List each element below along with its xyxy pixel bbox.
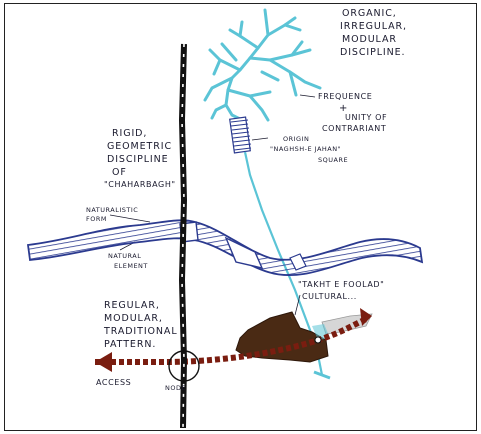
label-frequence: FREQUENCE [318,92,372,102]
label-organic-4: DISCIPLINE. [340,47,405,59]
label-takht-1: "TAKHT E FOOLAD" [298,280,384,290]
label-regular-2: MODULAR, [104,313,163,325]
label-regular-3: TRADITIONAL [104,326,178,338]
label-unity-2: CONTRARIANT [322,124,386,134]
label-rigid-4: OF [112,167,127,179]
label-naturalistic-1: NATURALISTIC [86,206,138,214]
label-origin-1: ORIGIN [283,135,309,143]
label-access: ACCESS [96,378,131,388]
label-rigid-1: RIGID, [112,128,147,140]
label-node: NODE [165,384,186,392]
label-regular-4: PATTERN. [104,339,156,351]
rigid-vertical-axis [182,44,184,428]
label-naturalistic-2: FORM [86,215,107,223]
organic-tree [205,10,320,120]
label-rigid-2: GEOMETRIC [107,141,172,153]
label-rigid-5: "CHAHARBAGH" [104,180,176,190]
label-unity-1: UNITY OF [345,113,387,123]
label-origin-3: SQUARE [318,156,348,164]
node-dot [315,337,321,343]
origin-square-stem [230,117,251,153]
label-natural-1: NATURAL [108,252,141,260]
access-arrow-left-head [95,352,112,372]
label-organic-1: ORGANIC, [342,8,397,20]
label-rigid-3: DISCIPLINE [107,154,169,166]
label-organic-3: MODULAR [342,34,397,46]
label-origin-2: "NAGHSH-E JAHAN" [270,145,341,153]
label-takht-2: CULTURAL... [302,292,357,302]
label-natural-2: ELEMENT [114,262,148,270]
natural-river-band [28,220,422,275]
label-regular-1: REGULAR, [104,300,160,312]
label-organic-2: IRREGULAR, [340,21,407,33]
